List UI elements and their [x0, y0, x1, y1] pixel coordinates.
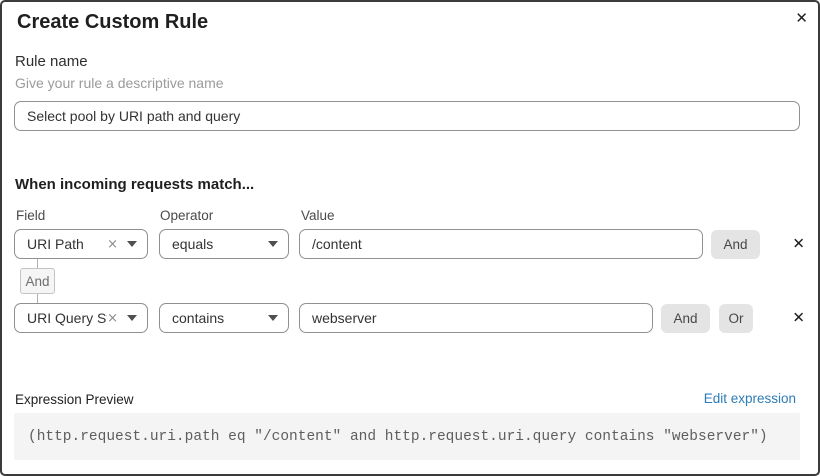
- operator-select-value: contains: [172, 310, 225, 326]
- edit-expression-link[interactable]: Edit expression: [703, 391, 796, 406]
- expression-preview-label: Expression Preview: [15, 392, 134, 407]
- clear-selection-icon[interactable]: ×: [107, 236, 118, 252]
- clear-selection-icon[interactable]: ×: [107, 310, 118, 326]
- field-select[interactable]: URI Path ×: [14, 229, 148, 259]
- and-join-badge: And: [20, 268, 55, 294]
- close-icon[interactable]: ✕: [795, 9, 808, 27]
- field-select[interactable]: URI Query St... ×: [14, 303, 148, 333]
- field-select-value: URI Path: [27, 236, 84, 252]
- rule-name-helper-text: Give your rule a descriptive name: [15, 75, 224, 91]
- dialog-title: Create Custom Rule: [17, 11, 209, 33]
- add-and-condition-button[interactable]: And: [661, 303, 710, 333]
- chevron-down-icon: [127, 241, 137, 247]
- add-and-condition-button[interactable]: And: [711, 229, 760, 259]
- rule-name-input[interactable]: [14, 101, 800, 131]
- add-or-condition-button[interactable]: Or: [719, 303, 753, 333]
- delete-row-icon[interactable]: ✕: [792, 308, 805, 327]
- expression-preview-code: (http.request.uri.path eq "/content" and…: [14, 413, 800, 460]
- operator-select-value: equals: [172, 236, 214, 252]
- chevron-down-icon: [127, 315, 137, 321]
- chevron-down-icon: [268, 315, 278, 321]
- condition-row: URI Path × equals And ✕: [14, 229, 812, 259]
- connector-line: [37, 294, 38, 304]
- value-column-label: Value: [301, 208, 335, 223]
- delete-row-icon[interactable]: ✕: [792, 234, 805, 253]
- field-column-label: Field: [16, 208, 46, 223]
- rule-name-label: Rule name: [15, 53, 88, 70]
- operator-select[interactable]: equals: [159, 229, 289, 259]
- connector-line: [37, 259, 38, 269]
- chevron-down-icon: [268, 241, 278, 247]
- value-input[interactable]: [299, 303, 653, 333]
- condition-row: URI Query St... × contains And Or ✕: [14, 303, 812, 333]
- field-select-value: URI Query St...: [27, 310, 107, 326]
- operator-column-label: Operator: [160, 208, 214, 223]
- match-section-heading: When incoming requests match...: [15, 176, 255, 193]
- value-input[interactable]: [299, 229, 703, 259]
- operator-select[interactable]: contains: [159, 303, 289, 333]
